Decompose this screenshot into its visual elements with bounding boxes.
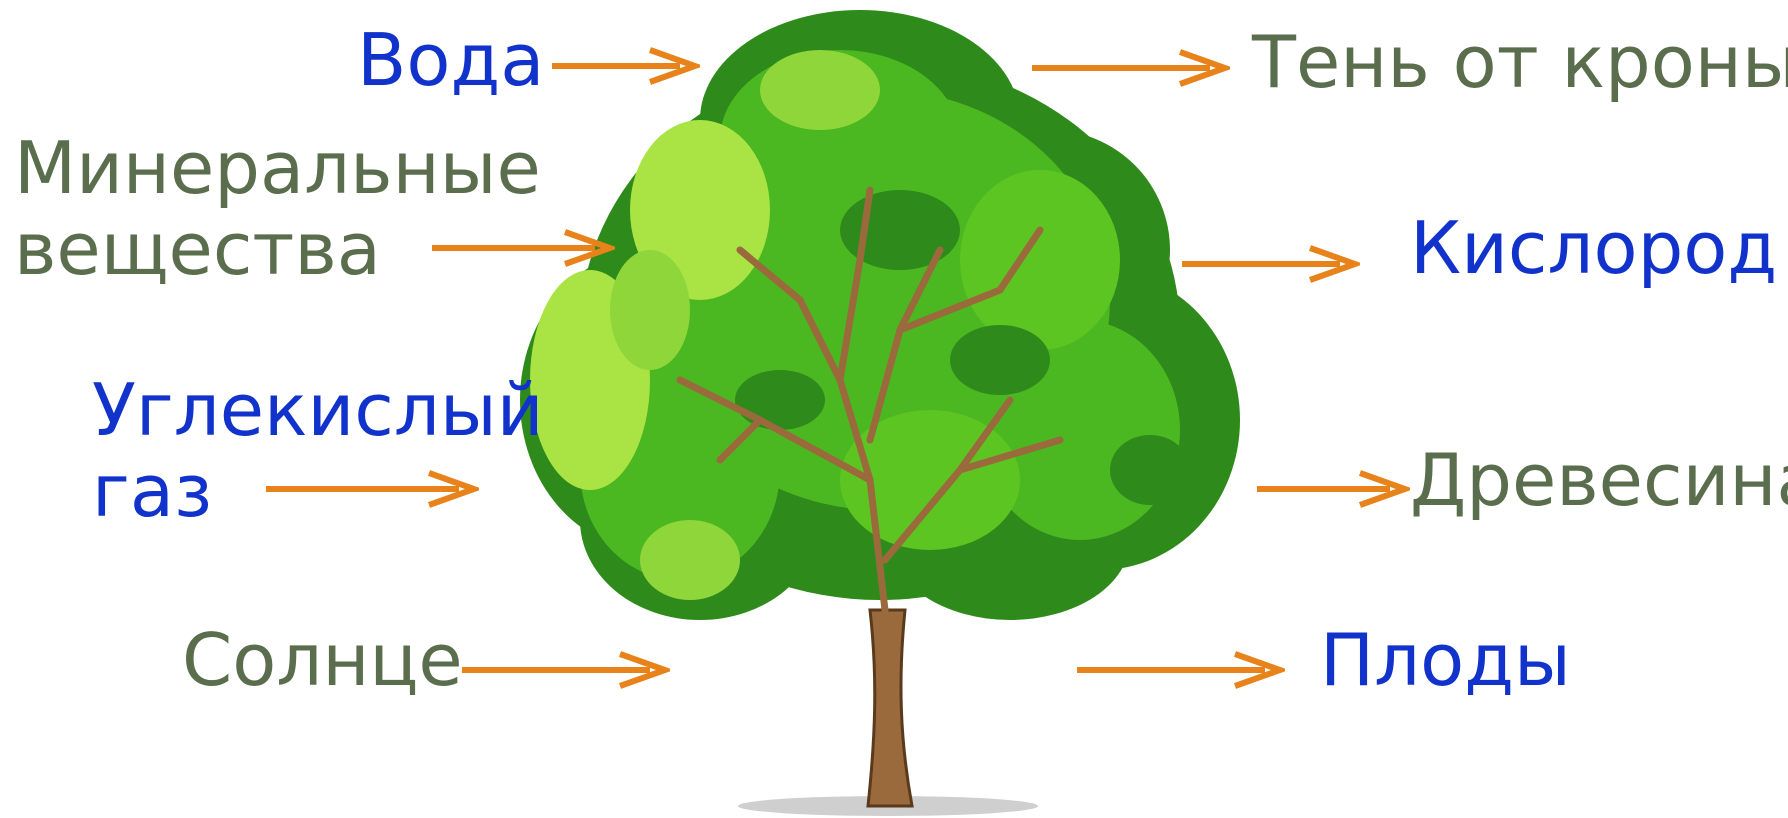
label-co2-line2: газ bbox=[92, 451, 544, 532]
label-fruits: Плоды bbox=[1320, 620, 1571, 701]
tree-crown bbox=[520, 10, 1240, 620]
label-minerals: Минеральные вещества bbox=[14, 128, 541, 291]
arrow-fruits bbox=[1075, 650, 1285, 690]
arrow-water bbox=[550, 46, 700, 86]
tree-trunk bbox=[868, 610, 912, 806]
arrow-sun bbox=[460, 650, 670, 690]
arrow-oxygen bbox=[1180, 244, 1360, 284]
label-wood: Древесина bbox=[1410, 440, 1788, 521]
label-minerals-line2: вещества bbox=[14, 209, 541, 290]
label-minerals-line1: Минеральные bbox=[14, 128, 541, 209]
label-oxygen: Кислород bbox=[1410, 208, 1777, 289]
label-water: Вода bbox=[357, 20, 544, 101]
arrow-shade bbox=[1030, 48, 1230, 88]
label-shade: Тень от кроны bbox=[1252, 22, 1788, 103]
label-sun: Солнце bbox=[182, 620, 463, 701]
arrow-wood bbox=[1255, 469, 1410, 509]
label-co2-line1: Углекислый bbox=[92, 370, 544, 451]
label-co2: Углекислый газ bbox=[92, 370, 544, 533]
